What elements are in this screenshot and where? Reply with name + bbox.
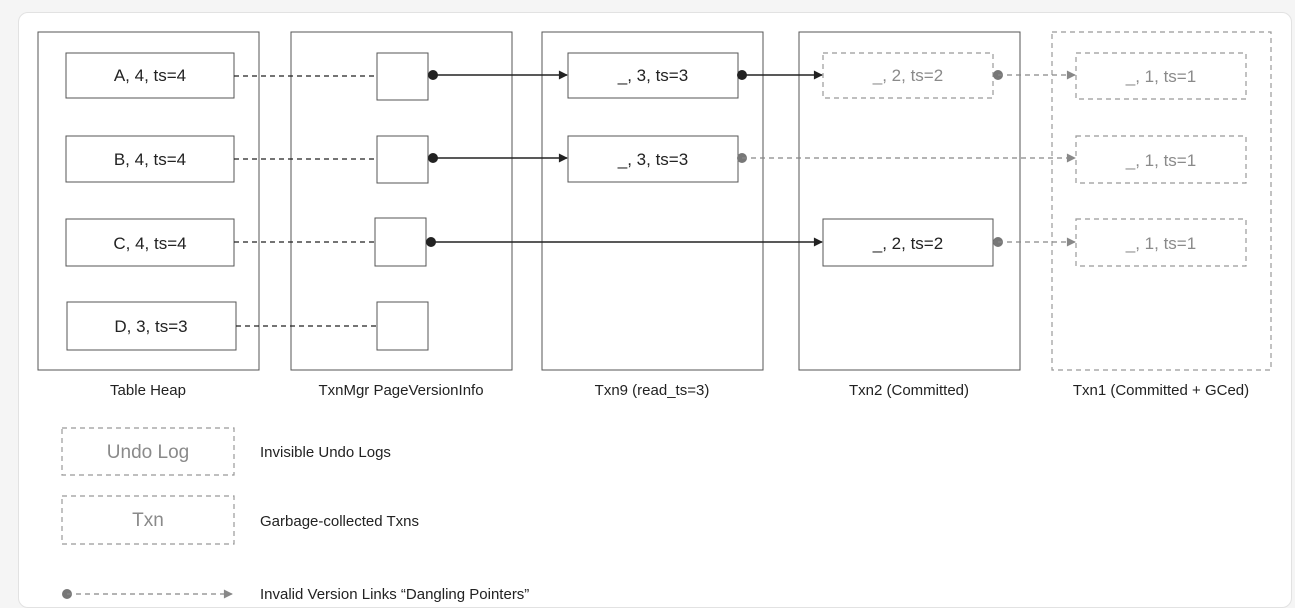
heap-row-box [66,301,237,351]
txn1-invisible-undo-label: _, 1, ts=1 [1125,234,1196,253]
heap-row-label: A, 4, ts=4 [114,66,186,85]
version-info-slot [376,135,429,184]
txn2-undo-label: _, 2, ts=2 [872,234,943,253]
txn1-invisible-undo-entry [1075,135,1247,184]
txn2-invisible-undo-entry [822,52,994,99]
legend-txn-swatch-label: Txn [132,510,164,531]
legend-undo-log-description: Invisible Undo Logs [260,444,391,461]
txn9-undo-label: _, 3, ts=3 [617,66,688,85]
heap-row-label: B, 4, ts=4 [114,150,186,169]
heap-row-label: D, 3, ts=3 [114,317,187,336]
legend-txn-swatch [61,495,235,545]
txn2-invisible-undo-label: _, 2, ts=2 [872,66,943,85]
heap-row-box [65,135,235,183]
legend-undo-log-swatch-label: Undo Log [107,442,189,463]
legend-txn-description: Garbage-collected Txns [260,513,419,530]
txn2-undo-entry [822,218,994,267]
heap-row-box [65,52,235,99]
txn1-invisible-undo-entry [1075,52,1247,100]
heap-row-box [65,218,235,267]
legend-undo-log-swatch [61,427,235,476]
column-label-txn1: Txn1 (Committed + GCed) [1073,382,1249,399]
txn1-invisible-undo-label: _, 1, ts=1 [1125,67,1196,86]
txn1-invisible-undo-entry [1075,218,1247,267]
version-info-slot [376,301,429,351]
version-info-slot [374,217,427,267]
column-label-txn9: Txn9 (read_ts=3) [595,382,710,399]
txn9-undo-entry [567,135,739,183]
column-label-txn2: Txn2 (Committed) [849,382,969,399]
legend-dangling-description: Invalid Version Links “Dangling Pointers… [260,586,529,603]
column-label-table-heap: Table Heap [110,382,186,399]
txn9-undo-label: _, 3, ts=3 [617,150,688,169]
column-label-txnmgr: TxnMgr PageVersionInfo [318,382,483,399]
version-info-slot [376,52,429,101]
heap-row-label: C, 4, ts=4 [113,234,186,253]
txn1-invisible-undo-label: _, 1, ts=1 [1125,151,1196,170]
